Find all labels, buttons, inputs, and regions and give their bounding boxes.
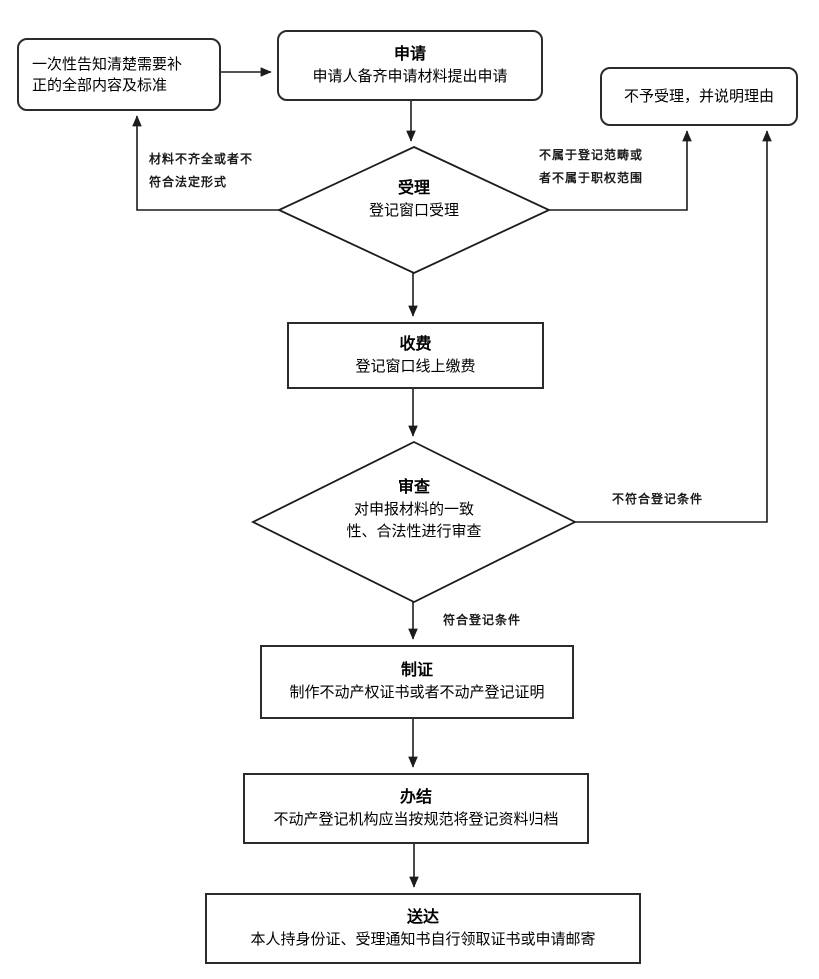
node-notice-line2: 正的全部内容及标准 [32, 76, 168, 94]
edge-label-incomplete-line2: 符合法定形式 [149, 175, 228, 189]
arrow-accept-to-notice [132, 115, 280, 211]
node-deliver-desc: 本人持身份证、受理通知书自行领取证书或申请邮寄 [250, 930, 596, 948]
edge-label-qualified: 符合登记条件 [443, 613, 522, 627]
edge-label-out-of-scope-line1: 不属于登记范畴或 [539, 148, 644, 162]
node-reject-text: 不予受理，并说明理由 [623, 87, 774, 105]
node-certify-desc: 制作不动产权证书或者不动产登记证明 [289, 684, 545, 701]
node-apply: 申请 申请人备齐申请材料提出申请 [277, 30, 543, 101]
node-apply-desc: 申请人备齐申请材料提出申请 [312, 67, 508, 85]
node-notice-line1: 一次性告知清楚需要补 [32, 55, 183, 73]
node-certify: 制证 制作不动产权证书或者不动产登记证明 [260, 645, 574, 719]
arrow-review-to-reject [575, 130, 772, 523]
node-notice: 一次性告知清楚需要补 正的全部内容及标准 [17, 38, 221, 111]
node-complete-title: 办结 [399, 788, 432, 806]
arrow-accept-to-reject [548, 130, 692, 211]
node-deliver-title: 送达 [406, 908, 439, 926]
decision-review-shape [250, 440, 578, 604]
edge-label-incomplete-line1: 材料不齐全或者不 [149, 152, 254, 166]
edge-label-not-qualified: 不符合登记条件 [612, 492, 704, 506]
node-fee-desc: 登记窗口线上缴费 [355, 357, 476, 375]
node-reject: 不予受理，并说明理由 [600, 67, 798, 126]
node-apply-title: 申请 [393, 45, 426, 63]
node-complete: 办结 不动产登记机构应当按规范将登记资料归档 [243, 773, 589, 844]
node-deliver: 送达 本人持身份证、受理通知书自行领取证书或申请邮寄 [205, 893, 641, 964]
edge-label-out-of-scope: 不属于登记范畴或 者不属于职权范围 [539, 144, 643, 190]
edge-label-out-of-scope-line2: 者不属于职权范围 [539, 171, 644, 185]
node-fee: 收费 登记窗口线上缴费 [287, 322, 544, 389]
node-certify-title: 制证 [400, 662, 433, 679]
node-complete-desc: 不动产登记机构应当按规范将登记资料归档 [273, 810, 559, 828]
edge-label-incomplete: 材料不齐全或者不 符合法定形式 [149, 148, 253, 194]
node-fee-title: 收费 [399, 335, 432, 353]
decision-accept-shape [276, 146, 552, 274]
